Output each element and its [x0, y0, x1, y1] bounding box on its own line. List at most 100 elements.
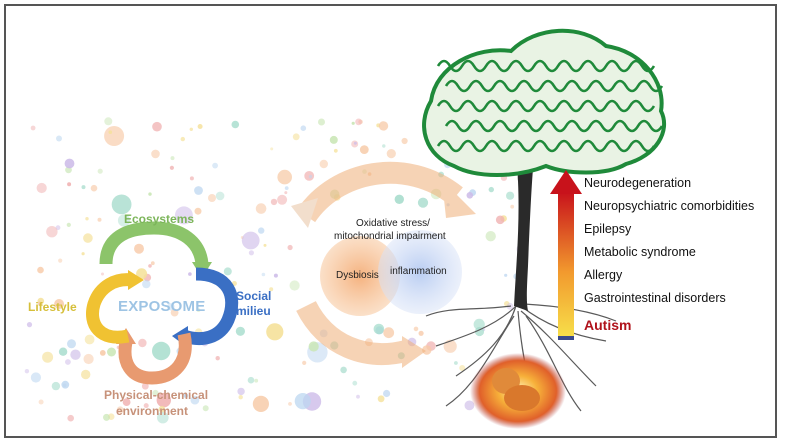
autism-label: Autism [584, 317, 632, 333]
confetti-dot [318, 118, 325, 126]
confetti-dot [488, 186, 494, 193]
left-cycle-arrowhead [291, 198, 318, 228]
confetti-dot [169, 165, 174, 170]
confetti-dot [504, 301, 510, 307]
confetti-dot [223, 267, 232, 276]
confetti-dot [353, 141, 357, 145]
lower-cycle-arrow [296, 300, 409, 365]
confetti-dot [122, 398, 131, 406]
progression-item: Metabolic syndrome [584, 245, 696, 259]
confetti-dot [30, 125, 36, 131]
confetti-dot [231, 120, 240, 129]
confetti-dot [356, 394, 360, 399]
confetti-dot [466, 192, 474, 199]
confetti-dot [308, 174, 313, 179]
confetti-dot [215, 356, 220, 361]
progression-item: Neurodegeneration [584, 176, 692, 190]
confetti-dot [270, 198, 278, 206]
confetti-dot [65, 359, 71, 365]
confetti-dot [90, 184, 98, 192]
confetti-dot [194, 186, 203, 195]
tree-roots [425, 303, 617, 412]
confetti-dot [464, 400, 475, 411]
confetti-dot [241, 231, 260, 250]
confetti-dot [188, 272, 192, 276]
fetus-icon [492, 368, 540, 411]
ecosystems-arrow [99, 221, 209, 266]
confetti-dot [37, 266, 44, 274]
confetti-dot [81, 185, 86, 190]
brain-canopy [422, 28, 667, 177]
progression-arrow-shaft [558, 192, 574, 338]
social-milieu-label-line1: Social [236, 289, 272, 303]
mechanism-cycle [291, 161, 476, 368]
confetti-dot [170, 156, 175, 161]
confetti-dot [148, 192, 152, 196]
confetti-dot [37, 301, 42, 306]
confetti-dot [277, 194, 288, 205]
confetti-dot [58, 258, 63, 263]
confetti-dot [495, 215, 505, 225]
lifestyle-arrow [86, 273, 133, 344]
confetti-dot [97, 217, 102, 222]
confetti-dot [289, 280, 300, 291]
confetti-dot [141, 382, 149, 390]
confetti-dot [189, 176, 194, 181]
confetti-dot [108, 130, 113, 134]
ecosystems-label: Ecosystems [124, 212, 195, 226]
physical-chemical-label-line1: Physical-chemical [104, 388, 209, 402]
confetti-dot [58, 347, 68, 356]
confetti-dot [83, 233, 93, 243]
confetti-dot [215, 191, 225, 201]
confetti-dot [81, 252, 85, 256]
confetti-dot [104, 126, 125, 146]
physical-chemical-label-line2: environment [116, 404, 189, 418]
confetti-dot [270, 147, 274, 151]
confetti-dot [383, 327, 395, 339]
confetti-dot [194, 207, 202, 215]
upper-cycle-arrow [296, 161, 463, 223]
confetti-dot [157, 411, 169, 424]
confetti-dot [235, 326, 245, 336]
confetti-dot [333, 148, 338, 153]
confetti-dot [443, 339, 457, 353]
confetti-dot [67, 414, 74, 422]
confetti-dot [143, 403, 149, 409]
confetti-dot [64, 158, 75, 169]
oxidative-stress-label-line2: mitochondrial impairment [334, 231, 446, 242]
confetti-dot [319, 159, 328, 169]
confetti-dot [504, 273, 508, 277]
confetti-dot [197, 124, 203, 129]
confetti-dot [284, 186, 289, 191]
dysbiosis-label: Dysbiosis [336, 270, 379, 281]
confetti-dot [401, 137, 408, 145]
confetti-dot [30, 372, 41, 383]
confetti-dot [300, 125, 307, 131]
confetti-dot [36, 182, 47, 194]
confetti-dot [111, 194, 132, 215]
confetti-dot [269, 287, 274, 292]
tree-trunk [514, 156, 534, 311]
confetti-dot [277, 169, 293, 185]
confetti-dot [263, 243, 267, 247]
social-arrow [181, 267, 239, 346]
confetti-dot [84, 334, 95, 345]
progression-item: Allergy [584, 268, 623, 282]
progression-arrow-base [558, 336, 574, 340]
confetti-dot [67, 182, 72, 187]
confetti-dot [138, 338, 147, 348]
exposome-center-label: EXPOSOME [118, 298, 206, 315]
confetti-dot [238, 395, 243, 400]
progression-item: Epilepsy [584, 222, 632, 236]
confetti-dot [101, 272, 104, 276]
progression-item: Gastrointestinal disorders [584, 291, 726, 305]
inflammation-label: inflammation [390, 266, 447, 277]
confetti-dot [302, 360, 307, 365]
confetti-dot [26, 322, 33, 328]
confetti-dot [156, 392, 171, 408]
confetti-dot [288, 402, 292, 406]
confetti-dot [266, 323, 284, 341]
confetti-dot [142, 279, 151, 289]
confetti-dot [255, 203, 267, 214]
confetti-dot [418, 330, 424, 336]
